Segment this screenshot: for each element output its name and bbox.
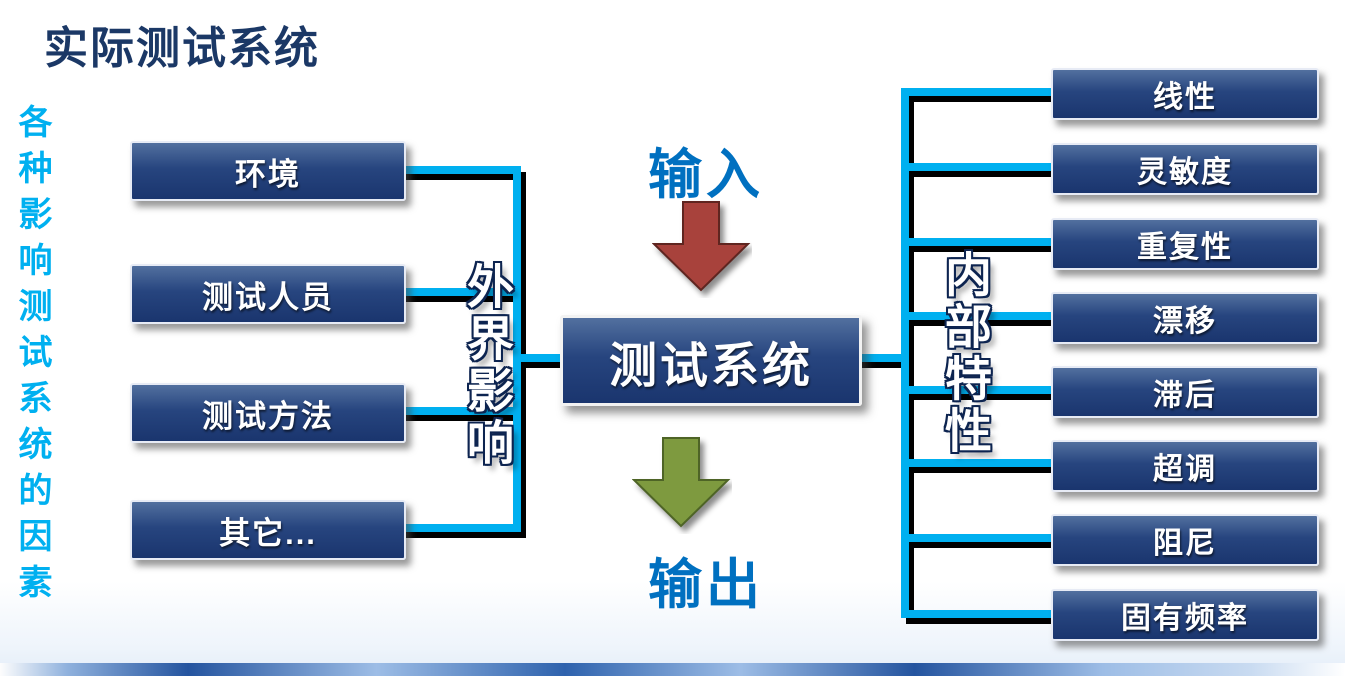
right-box-overshoot: 超调 bbox=[1051, 440, 1319, 492]
left-box-personnel-label: 测试人员 bbox=[202, 279, 334, 315]
left-box-method-label: 测试方法 bbox=[202, 398, 334, 434]
right-box-damping: 阻尼 bbox=[1051, 514, 1319, 566]
output-label: 输出 bbox=[648, 555, 764, 615]
right-box-natural-frequency: 固有频率 bbox=[1051, 589, 1319, 641]
right-box-damping-label: 阻尼 bbox=[1153, 527, 1217, 560]
input-arrow-icon bbox=[652, 201, 751, 292]
right-box-drift-label: 漂移 bbox=[1153, 305, 1217, 338]
left-vertical-caption: 各种影响测试系统的因素 bbox=[13, 104, 51, 610]
left-box-personnel: 测试人员 bbox=[130, 264, 406, 324]
output-arrow-icon bbox=[632, 437, 731, 528]
bottom-gradient-bar bbox=[0, 663, 1345, 676]
right-box-sensitivity: 灵敏度 bbox=[1051, 143, 1319, 195]
left-box-method: 测试方法 bbox=[130, 383, 406, 443]
internal-characteristics-label: 内部特性 bbox=[938, 250, 991, 458]
left-box-others-label: 其它... bbox=[219, 515, 317, 551]
right-box-hysteresis-label: 滞后 bbox=[1153, 379, 1217, 412]
left-box-environment-label: 环境 bbox=[235, 156, 301, 192]
test-system-label: 测试系统 bbox=[608, 339, 813, 393]
right-box-natural-frequency-label: 固有频率 bbox=[1121, 602, 1249, 635]
right-box-repeatability-label: 重复性 bbox=[1137, 231, 1233, 264]
external-influence-label: 外界影响 bbox=[460, 262, 513, 470]
right-box-drift: 漂移 bbox=[1051, 292, 1319, 344]
test-system-box: 测试系统 bbox=[560, 315, 862, 406]
left-box-others: 其它... bbox=[130, 500, 406, 560]
page-title: 实际测试系统 bbox=[44, 24, 320, 73]
right-box-repeatability: 重复性 bbox=[1051, 218, 1319, 270]
right-box-overshoot-label: 超调 bbox=[1153, 453, 1217, 486]
input-label: 输入 bbox=[648, 145, 764, 205]
right-box-linearity: 线性 bbox=[1051, 68, 1319, 120]
right-box-sensitivity-label: 灵敏度 bbox=[1137, 156, 1233, 189]
right-box-linearity-label: 线性 bbox=[1153, 81, 1217, 114]
left-box-environment: 环境 bbox=[130, 141, 406, 201]
right-box-hysteresis: 滞后 bbox=[1051, 366, 1319, 418]
